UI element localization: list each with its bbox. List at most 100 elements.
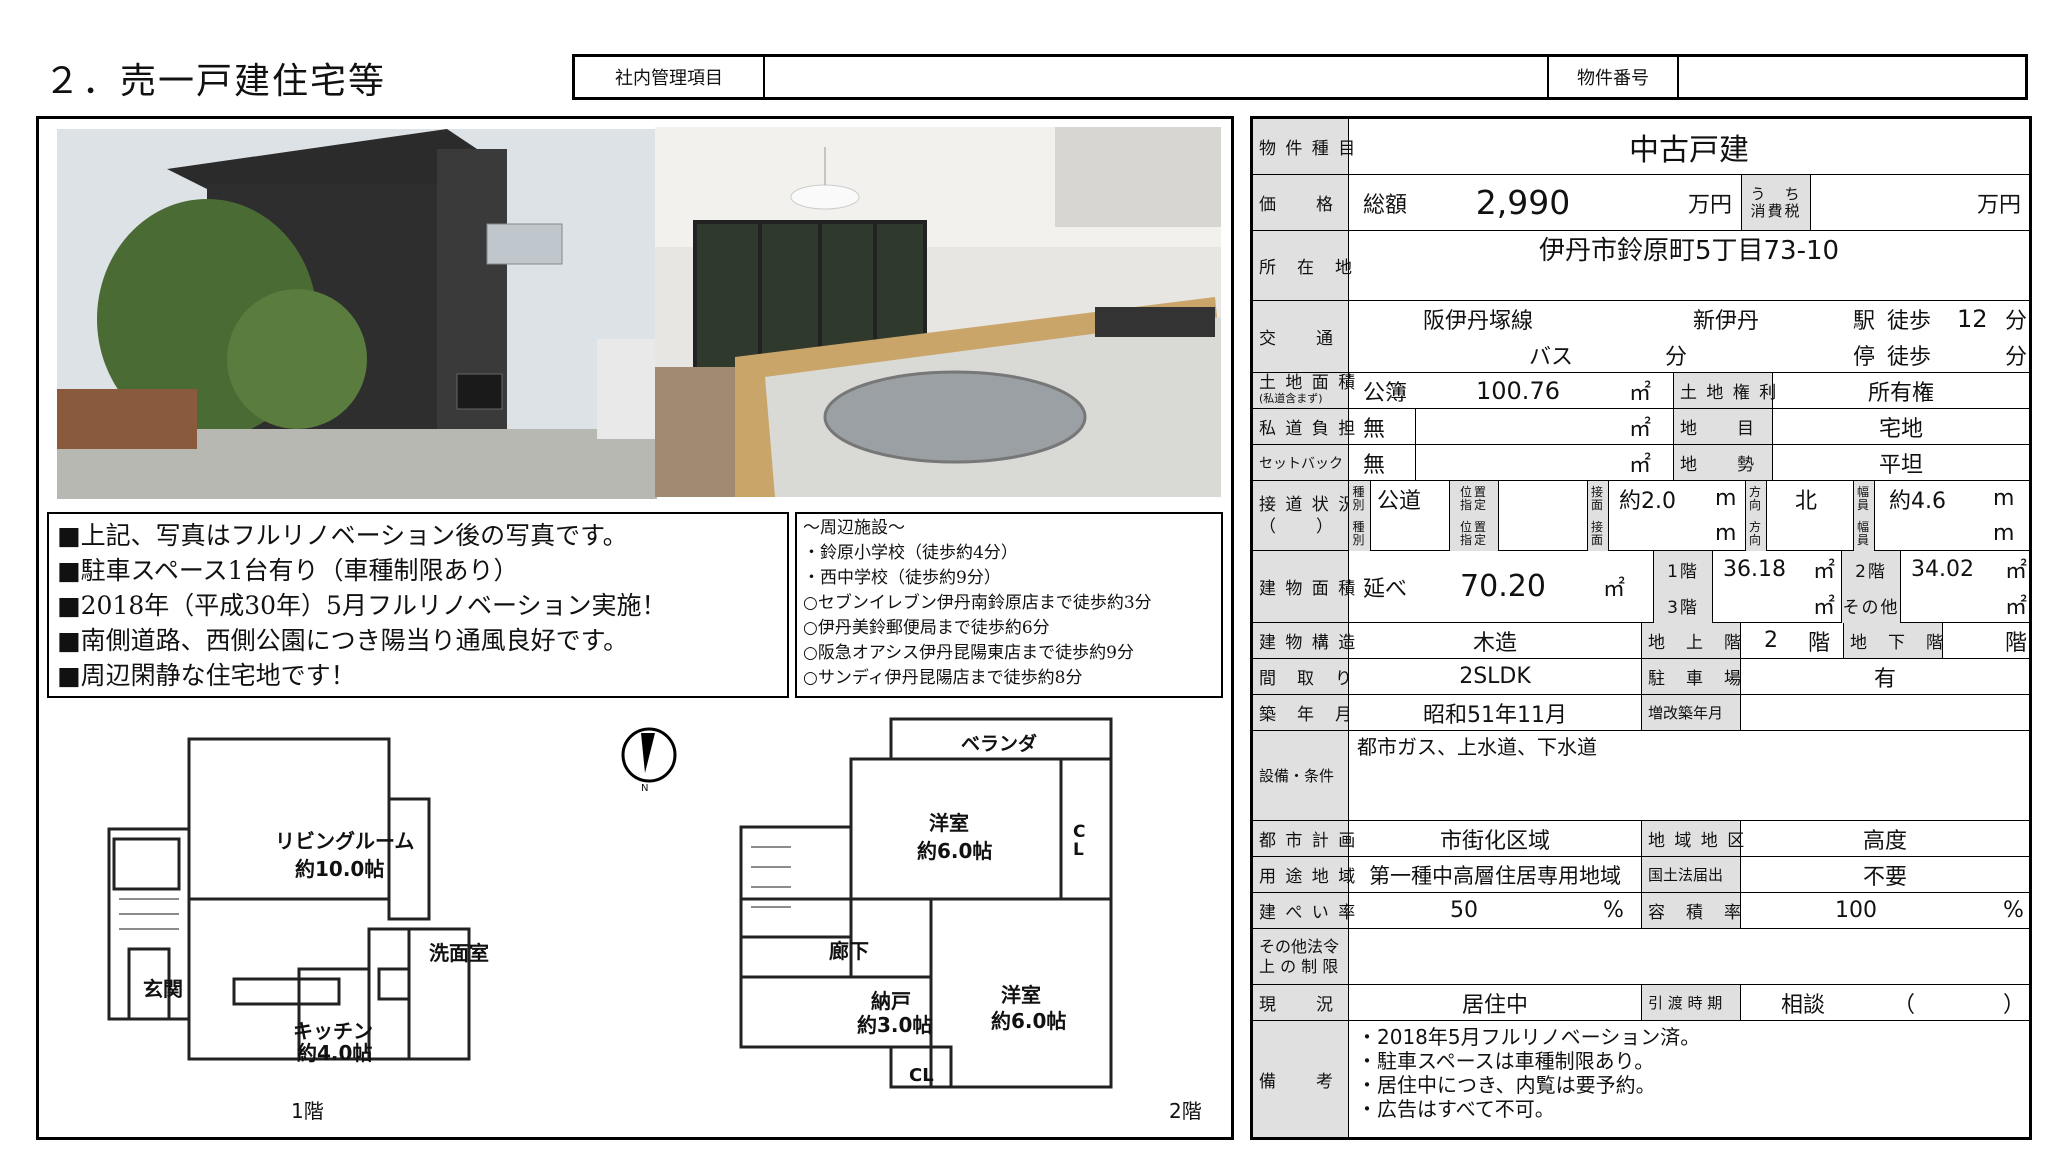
header-label-internal: 社内管理項目 <box>575 57 765 97</box>
label-landlaw: 国土法届出 <box>1641 857 1741 892</box>
room-living-size: 約10.0帖 <box>295 857 385 881</box>
label-land-area: 土 地 面 積(私道含まず) <box>1253 373 1355 408</box>
row-equipment: 設備・条件 都市ガス、上水道、下水道 <box>1253 731 2029 821</box>
floor-1-label: 1階 <box>291 1099 324 1123</box>
value-handover: 相談 <box>1781 992 1826 1018</box>
value-handover-paren: （ ） <box>1893 992 2026 1018</box>
unit-sqm: ㎡ <box>2005 595 2028 620</box>
value-landlaw: 不要 <box>1862 864 1907 890</box>
value-type: 中古戸建 <box>1629 132 1749 168</box>
label-road-main: 接 道 状 況 <box>1259 494 1358 515</box>
unit-walk-min: 分 <box>2005 309 2028 334</box>
unit-m: m <box>1993 521 2015 546</box>
label-land-right: 土 地 権 利 <box>1673 373 1776 408</box>
value-chimoku: 宅地 <box>1878 416 1923 442</box>
row-price: 価 格 総額 2,990 万円 う ち消費税 万円 <box>1253 175 2029 231</box>
label-layout: 間 取 り <box>1253 659 1352 694</box>
value-floor2-area: 34.02 <box>1911 556 1974 582</box>
row-city-plan: 都 市 計 画 市街化区域 地 域 地 区 高度 <box>1253 821 2029 857</box>
label-land-area-sub: (私道含まず) <box>1259 391 1323 405</box>
row-ratios: 建 ぺ い 率 50 % 容 積 率 100 % <box>1253 893 2029 929</box>
label-width-2: 幅 員 <box>1853 516 1875 551</box>
facility-item: ○伊丹美鈴郵便局まで徒歩約6分 <box>803 618 1050 638</box>
value-equipment: 都市ガス、上水道、下水道 <box>1357 734 1597 759</box>
header-value-internal <box>765 57 1549 97</box>
notes-box-main: ■上記、写真はフルリノベーション後の写真です。 ■駐車スペース1台有り（車種制限… <box>47 512 789 698</box>
label-stop: 停 <box>1853 345 1876 370</box>
room-kitchen-size: 約4.0帖 <box>297 1041 373 1065</box>
value-building-area: 70.20 <box>1460 569 1546 604</box>
value-bcr: 50 <box>1450 898 1478 923</box>
facility-item: ○サンディ伊丹昆陽店まで徒歩約8分 <box>803 668 1083 688</box>
compass-north-label: N <box>641 783 649 794</box>
header-label-property-no: 物件番号 <box>1549 57 1679 97</box>
nearby-facilities-box: 〜周辺施設〜 ・鈴原小学校（徒歩約4分） ・西中学校（徒歩約9分） ○セブンイレ… <box>795 512 1223 698</box>
floorplan-1f <box>107 737 471 1061</box>
label-walk: 徒歩 <box>1887 309 1932 334</box>
left-panel: ■上記、写真はフルリノベーション後の写真です。 ■駐車スペース1台有り（車種制限… <box>36 116 1234 1140</box>
row-land-area: 土 地 面 積(私道含まず) 公簿 100.76 ㎡ 土 地 権 利 所有権 <box>1253 373 2029 409</box>
room-western2-size: 約6.0帖 <box>991 1009 1067 1033</box>
label-total: 総額 <box>1363 192 1408 218</box>
value-built: 昭和51年11月 <box>1423 702 1567 728</box>
value-above: 2 <box>1764 628 1778 653</box>
row-status: 現 況 居住中 引 渡 時 期 相談 （ ） <box>1253 985 2029 1021</box>
facility-heading: 〜周辺施設〜 <box>803 518 905 538</box>
value-city-plan: 市街化区域 <box>1439 828 1550 854</box>
note-line: ■上記、写真はフルリノベーション後の写真です。 <box>57 521 628 550</box>
label-private-road: 私 道 負 担 <box>1253 409 1355 444</box>
unit-price: 万円 <box>1688 192 1733 218</box>
label-contact: 接 面 <box>1587 481 1609 516</box>
label-nobe: 延べ <box>1363 576 1408 602</box>
value-district: 高度 <box>1862 828 1907 854</box>
unit-sqm: ㎡ <box>1629 452 1652 478</box>
row-private-road: 私 道 負 担 無 ㎡ 地 目 宅地 <box>1253 409 2029 445</box>
facility-item: ○セブンイレブン伊丹南鈴原店まで徒歩約3分 <box>803 593 1152 613</box>
value-reform <box>1741 695 2029 730</box>
value-walk-min: 12 <box>1957 305 1988 333</box>
value-width: 約4.6 <box>1889 488 1946 514</box>
label-far: 容 積 率 <box>1641 893 1741 928</box>
room-wash-label: 洗面室 <box>429 941 489 965</box>
row-address: 所 在 地 伊丹市鈴原町5丁目73-10 <box>1253 231 2029 301</box>
value-land-area: 100.76 <box>1476 376 1560 405</box>
label-equipment: 設備・条件 <box>1253 731 1349 820</box>
label-built: 築 年 月 <box>1253 695 1352 730</box>
label-city-plan: 都 市 計 画 <box>1253 821 1355 856</box>
value-land-right: 所有権 <box>1867 380 1934 406</box>
note-line: ■駐車スペース1台有り（車種制限あり） <box>57 556 519 585</box>
label-bus: バス <box>1529 345 1574 370</box>
label-floor-other: その他 <box>1841 587 1901 623</box>
label-tax-line1: う ち <box>1750 184 1802 203</box>
room-storage-size: 約3.0帖 <box>857 1013 933 1037</box>
remark-item: ・広告はすべて不可。 <box>1357 1097 1555 1121</box>
value-station: 新伊丹 <box>1693 309 1760 334</box>
label-handover: 引 渡 時 期 <box>1641 985 1741 1020</box>
row-type: 物 件 種 目 中古戸建 <box>1253 119 2029 175</box>
row-other-law: その他法令 上 の 制 限 <box>1253 929 2029 985</box>
room-western2-label: 洋室 <box>1001 983 1041 1007</box>
header-bar: 社内管理項目 物件番号 <box>572 54 2028 100</box>
unit-m: m <box>1993 486 2015 511</box>
row-setback: セットバック 無 ㎡ 地 勢 平坦 <box>1253 445 2029 481</box>
value-contact: 約2.0 <box>1619 488 1676 514</box>
label-chisei: 地 勢 <box>1673 445 1773 480</box>
label-other-law: その他法令 上 の 制 限 <box>1253 929 1349 984</box>
value-land-kind: 公簿 <box>1363 380 1408 406</box>
label-reform: 増改築年月 <box>1641 695 1741 730</box>
value-road-kind: 公道 <box>1377 488 1422 514</box>
row-road: 接 道 状 況（ ） 種 別 公道 位置 指定 接 面 約2.0 m 方 向 北… <box>1253 481 2029 551</box>
exterior-photo <box>57 129 657 499</box>
room-entry-label: 玄関 <box>143 977 183 1001</box>
label-floor2: 2階 <box>1841 551 1901 587</box>
room-veranda-label: ベランダ <box>961 733 1038 755</box>
floorplan-2f <box>739 717 1113 1089</box>
value-use-district: 第一種中高層住居専用地域 <box>1369 863 1621 888</box>
unit-tax: 万円 <box>1977 192 2022 218</box>
label-tax: う ち消費税 <box>1741 175 1811 230</box>
label-bcr: 建 ぺ い 率 <box>1253 893 1355 928</box>
label-chimoku: 地 目 <box>1673 409 1773 444</box>
unit-m: m <box>1715 486 1737 511</box>
value-chisei: 平坦 <box>1878 452 1923 478</box>
label-road-kind-2: 種 別 <box>1349 516 1371 551</box>
